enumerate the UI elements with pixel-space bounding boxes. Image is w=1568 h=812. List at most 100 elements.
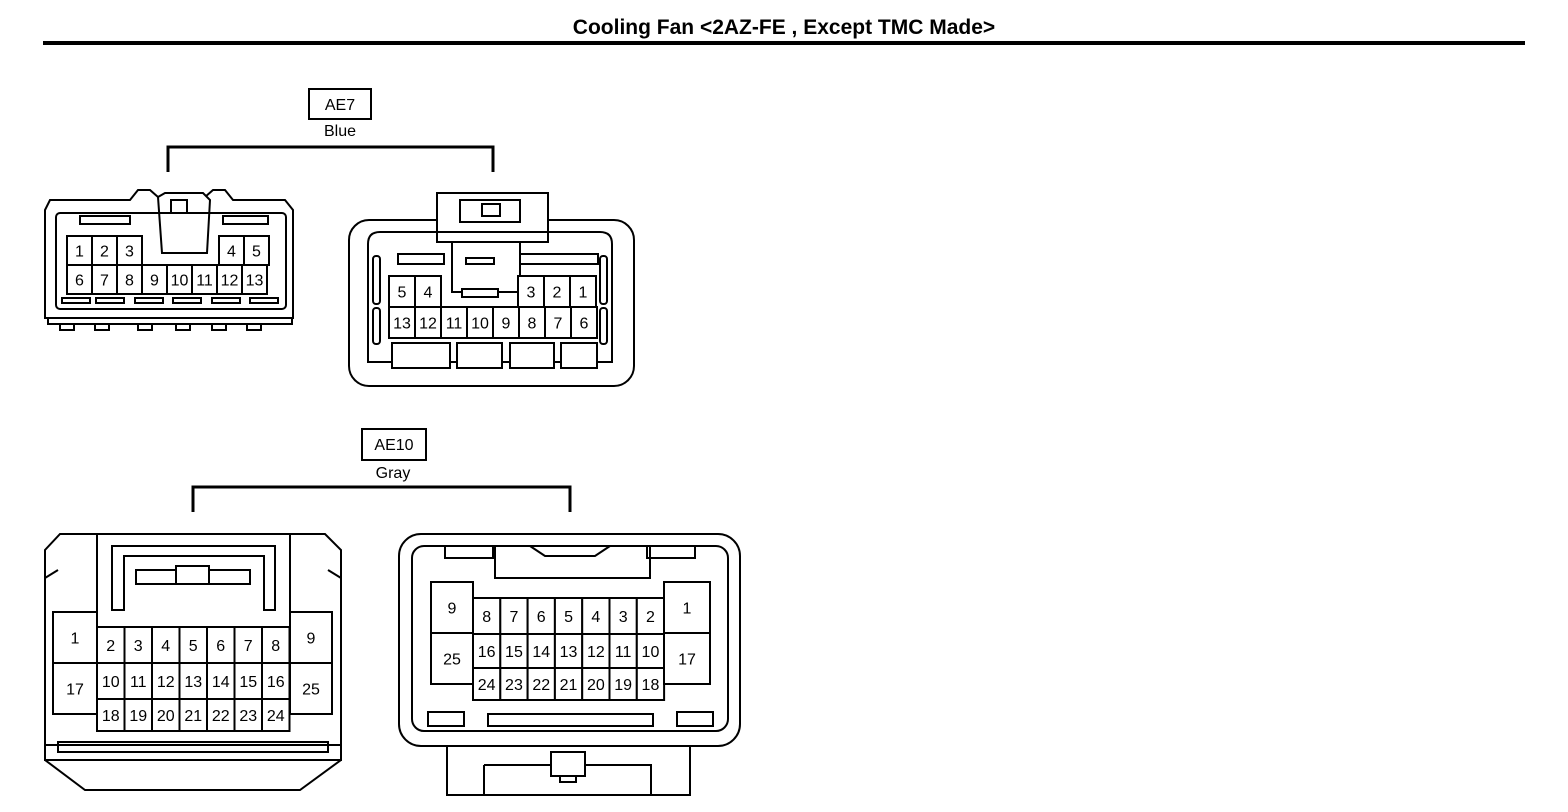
ae10-right-pin-17: 17: [678, 652, 696, 669]
ae7-left-pin-1: 1: [75, 244, 84, 261]
ae10-left-pin-8: 8: [271, 638, 280, 655]
ae7-left-pin-2: 2: [100, 244, 109, 261]
ae10-left-pin-23: 23: [239, 708, 257, 725]
ae10-left-pin-4: 4: [161, 638, 170, 655]
ae10-left-pin-21: 21: [184, 708, 202, 725]
ae7-left-pin-11: 11: [196, 273, 213, 290]
ae7-left-pin-3-cell: [116, 235, 143, 266]
connector-code-box-ae7: [308, 88, 372, 120]
ae10-right-pin-19: 19: [614, 677, 632, 694]
ae7-right-pin-11: 11: [446, 316, 463, 333]
ae7-right-pin-2: 2: [553, 285, 562, 302]
ae10-right-pin-8: 8: [482, 609, 491, 626]
ae7-right-pin-9: 9: [502, 316, 511, 333]
ae10-left-pin-18: 18: [102, 708, 120, 725]
ae10-left-pin-10: 10: [102, 674, 120, 691]
ae7-right-pin-2-cell: [543, 275, 571, 308]
ae7-left-pin-3: 3: [125, 244, 134, 261]
ae7-left-pin-13-cell: [241, 264, 268, 295]
ae7-left-pin-10: 10: [171, 273, 189, 290]
ae7-right-pin-8-cell: [518, 306, 546, 339]
ae7-left-pin-4-cell: [218, 235, 245, 266]
ae10-right-pin-25-cell: [430, 632, 474, 685]
ae7-right-pin-9-cell: [492, 306, 520, 339]
ae10-right-pin-23-cell: [499, 667, 529, 701]
ae7-left-pin-7: 7: [100, 273, 109, 290]
ae10-right-pin-6: 6: [537, 609, 546, 626]
ae7-right-pin-13: 13: [393, 316, 411, 333]
connector-code-ae7: AE7: [325, 97, 355, 114]
ae10-left-pin-2: 2: [106, 638, 115, 655]
ae7-left-pin-6: 6: [75, 273, 84, 290]
ae10-left-pin-17-cell: [52, 662, 98, 715]
ae10-left-pin-9-cell: [289, 611, 333, 664]
ae10-left-pin-11-cell: [123, 662, 153, 700]
ae10-right-pin-22: 22: [532, 677, 550, 694]
ae10-right-pin-11-cell: [608, 633, 638, 669]
ae10-left-pin-13: 13: [184, 674, 202, 691]
connector-color-ae7: Blue: [324, 123, 356, 140]
ae7-right-pin-4: 4: [424, 285, 433, 302]
ae10-left-pin-6: 6: [216, 638, 225, 655]
ae10-right-pin-25: 25: [443, 652, 461, 669]
ae10-left-pin-25-cell: [289, 662, 333, 715]
ae7-left-pin-13: 13: [246, 273, 264, 290]
ae10-right-pin-4: 4: [591, 609, 600, 626]
ae10-left-pin-18-cell: [96, 698, 126, 732]
connector-code-box-ae10: [361, 428, 427, 461]
ae10-right-pin-18-cell: [635, 667, 666, 701]
ae7-left-pin-2-cell: [91, 235, 118, 266]
ae10-left-pin-17: 17: [66, 682, 84, 699]
ae10-right-pin-17-cell: [663, 632, 711, 685]
ae10-right-pin-24: 24: [478, 677, 496, 694]
ae10-right-pin-3: 3: [619, 609, 628, 626]
ae10-right-pin-23: 23: [505, 677, 523, 694]
ae10-left-pin-16: 16: [267, 674, 285, 691]
ae7-right-pin-7: 7: [554, 316, 563, 333]
ae7-right-pin-6-cell: [570, 306, 598, 339]
ae10-right-pin-9: 9: [448, 601, 457, 618]
ae7-right-pin-3: 3: [527, 285, 536, 302]
ae7-right-pin-11-cell: [440, 306, 468, 339]
ae10-left-pin-22: 22: [212, 708, 230, 725]
ae10-right-pin-1-cell: [663, 581, 711, 634]
ae10-right-pin-14: 14: [532, 644, 550, 661]
ae10-right-pin-16-cell: [472, 633, 502, 669]
ae10-right-pin-21: 21: [560, 677, 578, 694]
ae10-left-pin-14: 14: [212, 674, 230, 691]
ae7-right-pin-6: 6: [580, 316, 589, 333]
ae7-left-pin-12: 12: [221, 273, 239, 290]
ae10-left-pin-11: 11: [130, 674, 147, 691]
ae10-right-pin-7: 7: [509, 609, 518, 626]
ae7-right-pin-12: 12: [419, 316, 437, 333]
ae10-right-pin-13: 13: [560, 644, 578, 661]
ae10-right-pin-20-cell: [581, 667, 611, 701]
ae7-left-pin-9: 9: [150, 273, 159, 290]
ae10-right-pin-15: 15: [505, 644, 523, 661]
ae7-right-pin-1-cell: [569, 275, 597, 308]
ae10-right-pin-1: 1: [683, 601, 692, 618]
ae7-right-pin-8: 8: [528, 316, 537, 333]
ae10-left-pin-14-cell: [206, 662, 236, 700]
ae7-left-pin-5-cell: [243, 235, 270, 266]
ae10-left-pin-21-cell: [178, 698, 208, 732]
ae10-left-pin-19: 19: [129, 708, 147, 725]
ae7-right-pin-10-cell: [466, 306, 494, 339]
ae10-left-pin-12: 12: [157, 674, 175, 691]
ae10-left-pin-9: 9: [307, 631, 316, 648]
ae10-right-pin-10: 10: [642, 644, 660, 661]
ae10-right-pin-12: 12: [587, 644, 605, 661]
ae10-left-pin-7: 7: [244, 638, 253, 655]
ae10-right-pin-13-cell: [553, 633, 584, 669]
bracket-ae10: [191, 485, 572, 512]
bracket-ae7: [166, 145, 495, 172]
ae10-right-pin-20: 20: [587, 677, 605, 694]
ae10-left-pin-1: 1: [71, 631, 80, 648]
ae7-right-pin-5: 5: [398, 285, 407, 302]
ae10-right-pin-2: 2: [646, 609, 655, 626]
ae10-left-pin-20: 20: [157, 708, 175, 725]
ae10-left-pin-25: 25: [302, 682, 320, 699]
ae7-left-pin-5: 5: [252, 244, 261, 261]
ae10-left-pin-23-cell: [233, 698, 263, 732]
